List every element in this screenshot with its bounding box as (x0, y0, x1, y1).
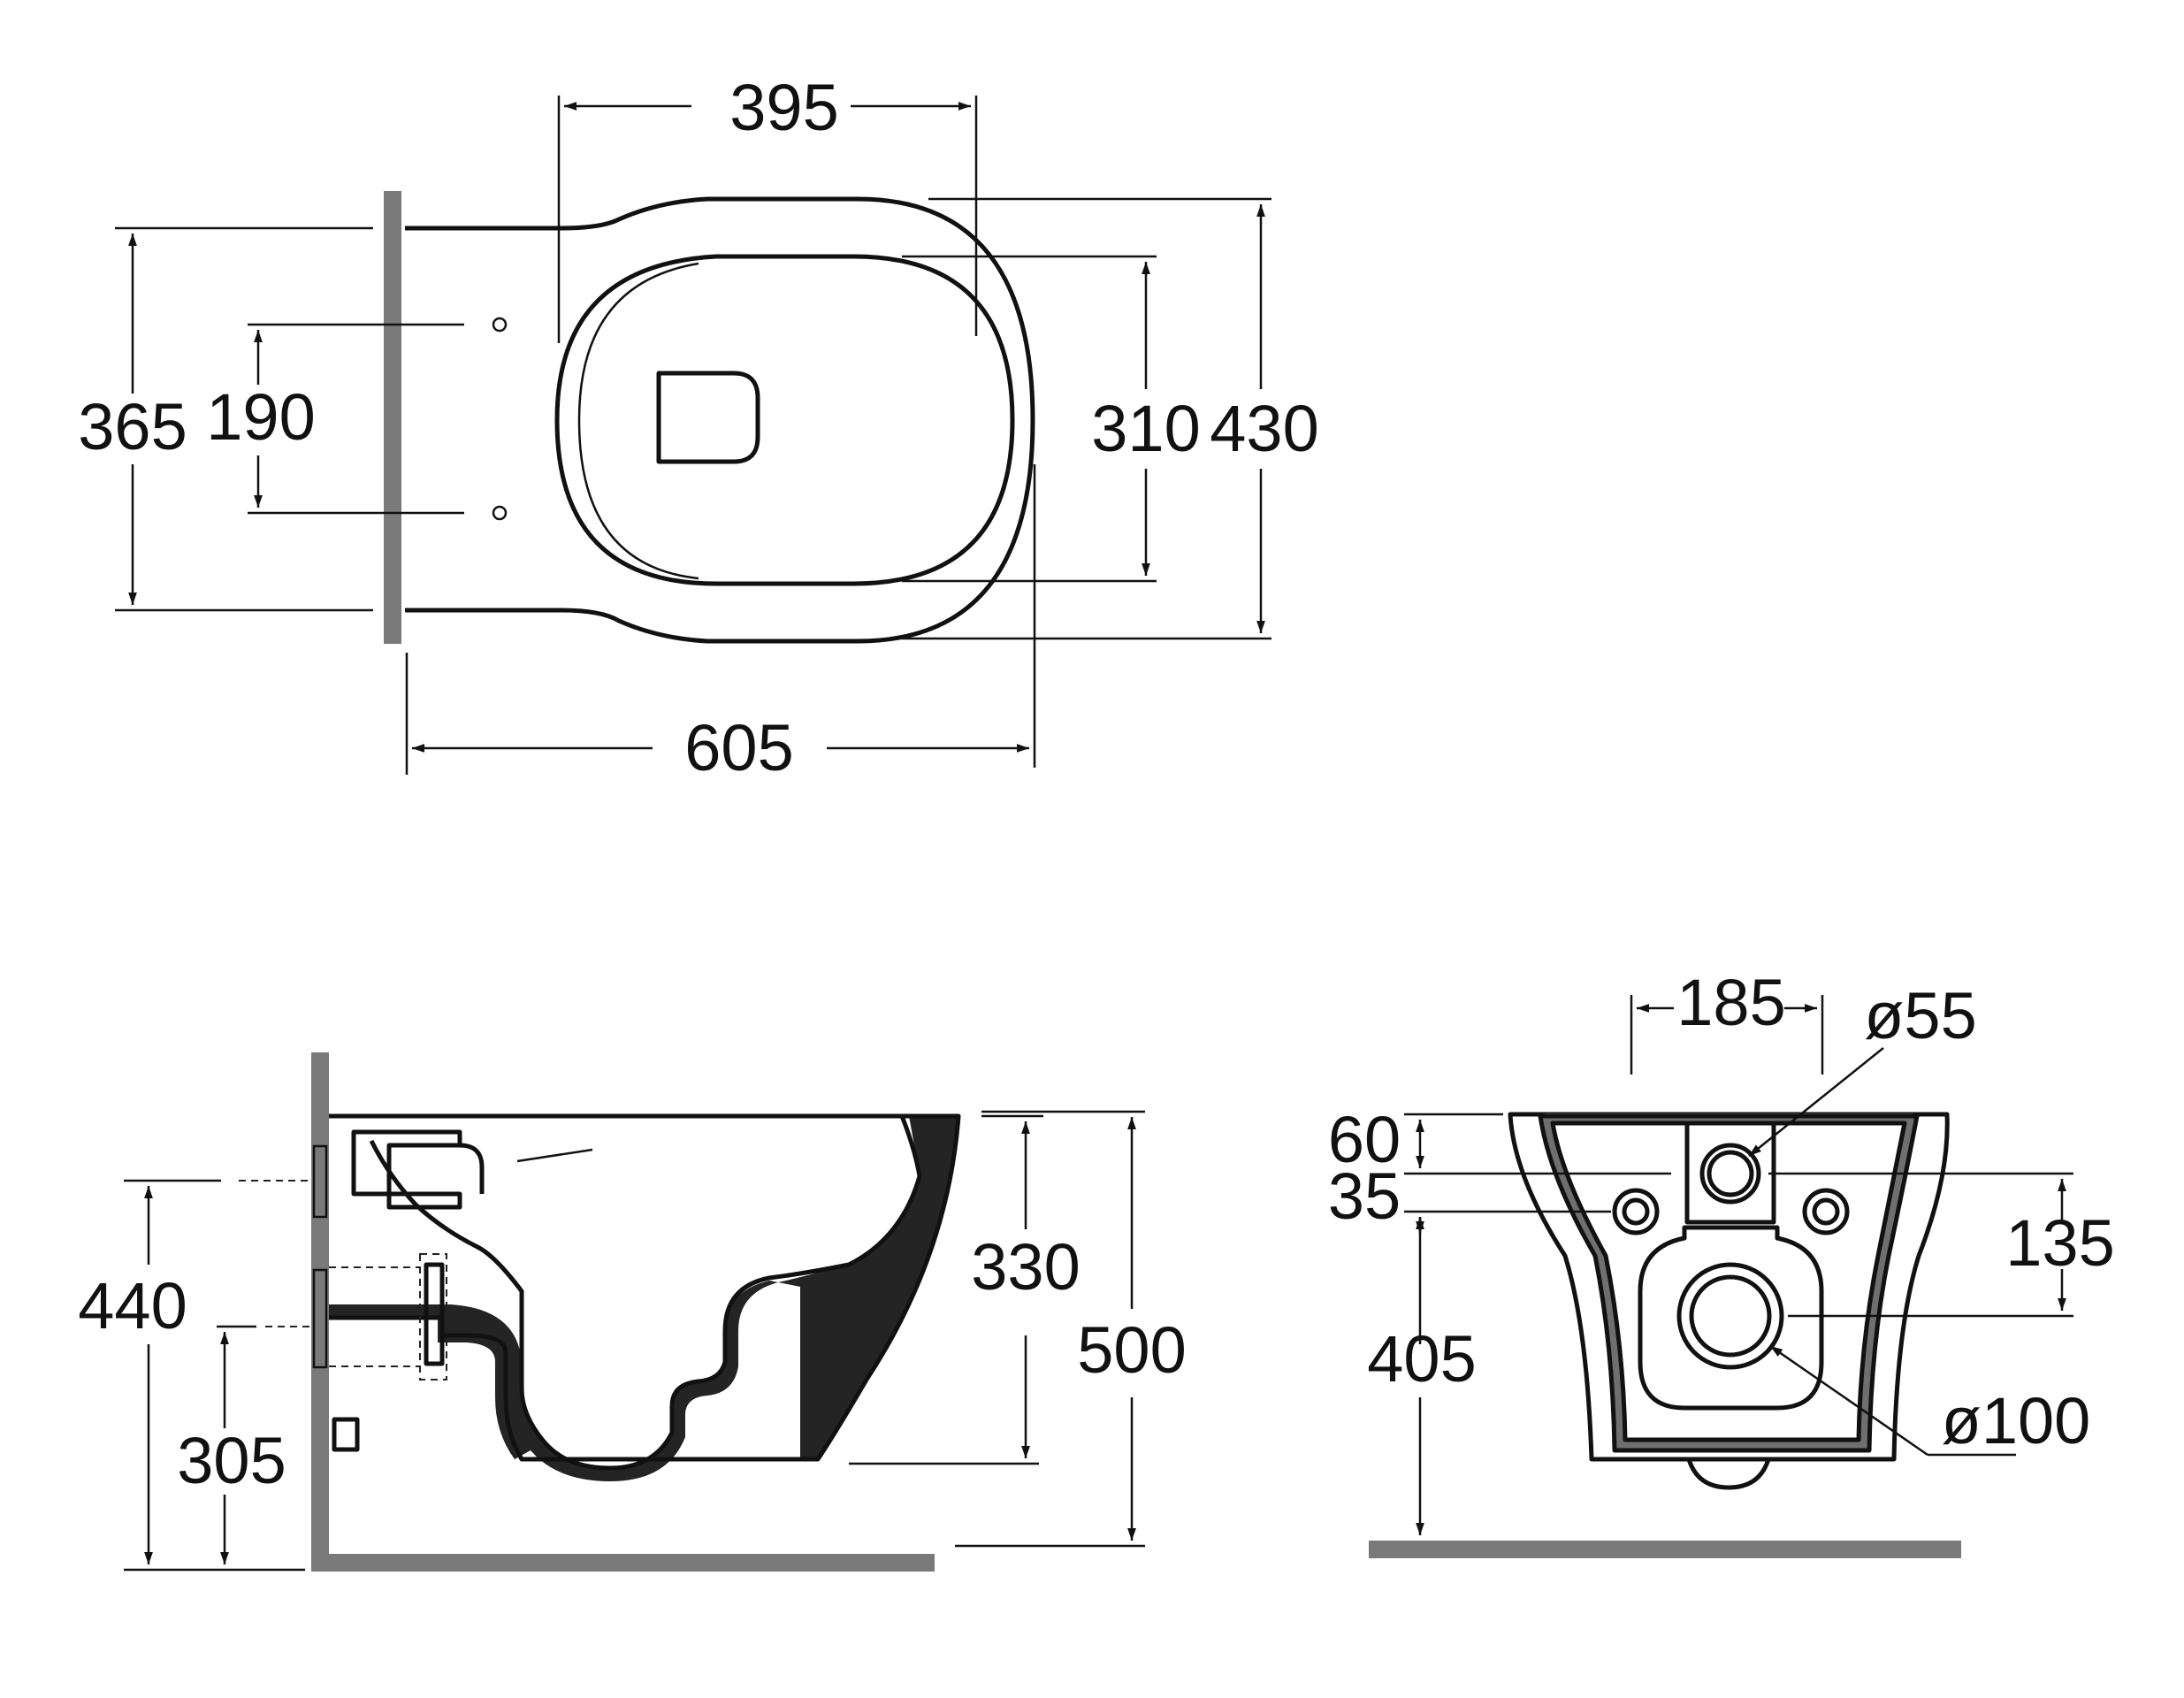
dim-395: 395 (729, 71, 838, 144)
dim-diam-55: ø55 (1864, 979, 1977, 1052)
dim-diam-100: ø100 (1942, 1384, 2091, 1457)
side-view: 440 305 330 500 (78, 1052, 1187, 1572)
dim-365: 365 (78, 390, 187, 463)
dim-430: 430 (1210, 392, 1318, 465)
rear-view-outlet-area (1638, 1225, 1824, 1411)
top-view-bowl-outline (405, 196, 1035, 644)
dim-305: 305 (177, 1424, 286, 1497)
dim-500: 500 (1077, 1313, 1186, 1387)
dim-60: 60 (1328, 1103, 1401, 1176)
side-view-fixing-block (332, 1417, 360, 1452)
side-view-floor (311, 1554, 935, 1572)
side-view-trap (329, 1281, 778, 1481)
top-view: 395 365 190 310 430 605 (78, 71, 1318, 784)
dim-310: 310 (1091, 392, 1200, 465)
dim-405: 405 (1367, 1322, 1476, 1396)
fixing-hole-bottom (492, 505, 508, 521)
side-view-wall (311, 1052, 329, 1572)
outlet-hole (1676, 1262, 1784, 1370)
dim-35: 35 (1328, 1159, 1401, 1233)
dim-605: 605 (684, 711, 793, 784)
inlet-hole (1699, 1143, 1761, 1205)
side-view-inlet (351, 1129, 462, 1210)
top-view-wall (384, 191, 401, 644)
dim-330: 330 (971, 1230, 1080, 1304)
rear-view: 185 ø55 60 35 135 405 ø100 (1328, 966, 2115, 1558)
dim-440: 440 (78, 1269, 187, 1342)
dim-185: 185 (1676, 966, 1785, 1039)
side-view-bowl-body (778, 1116, 958, 1459)
rear-view-floor (1369, 1541, 1961, 1558)
rear-view-body-inner (1540, 1113, 1917, 1451)
top-view-bowl-opening (577, 262, 699, 580)
rear-view-inlet-plate (1684, 1121, 1776, 1225)
dim-135: 135 (2005, 1206, 2114, 1280)
side-view-outlet-sleeve (419, 1253, 447, 1381)
fixing-hole-top (492, 317, 508, 333)
rear-view-body-outer (1508, 1112, 1950, 1462)
top-view-rim-inner (554, 254, 1015, 586)
dim-190: 190 (206, 380, 315, 454)
top-view-outlet (656, 371, 760, 464)
